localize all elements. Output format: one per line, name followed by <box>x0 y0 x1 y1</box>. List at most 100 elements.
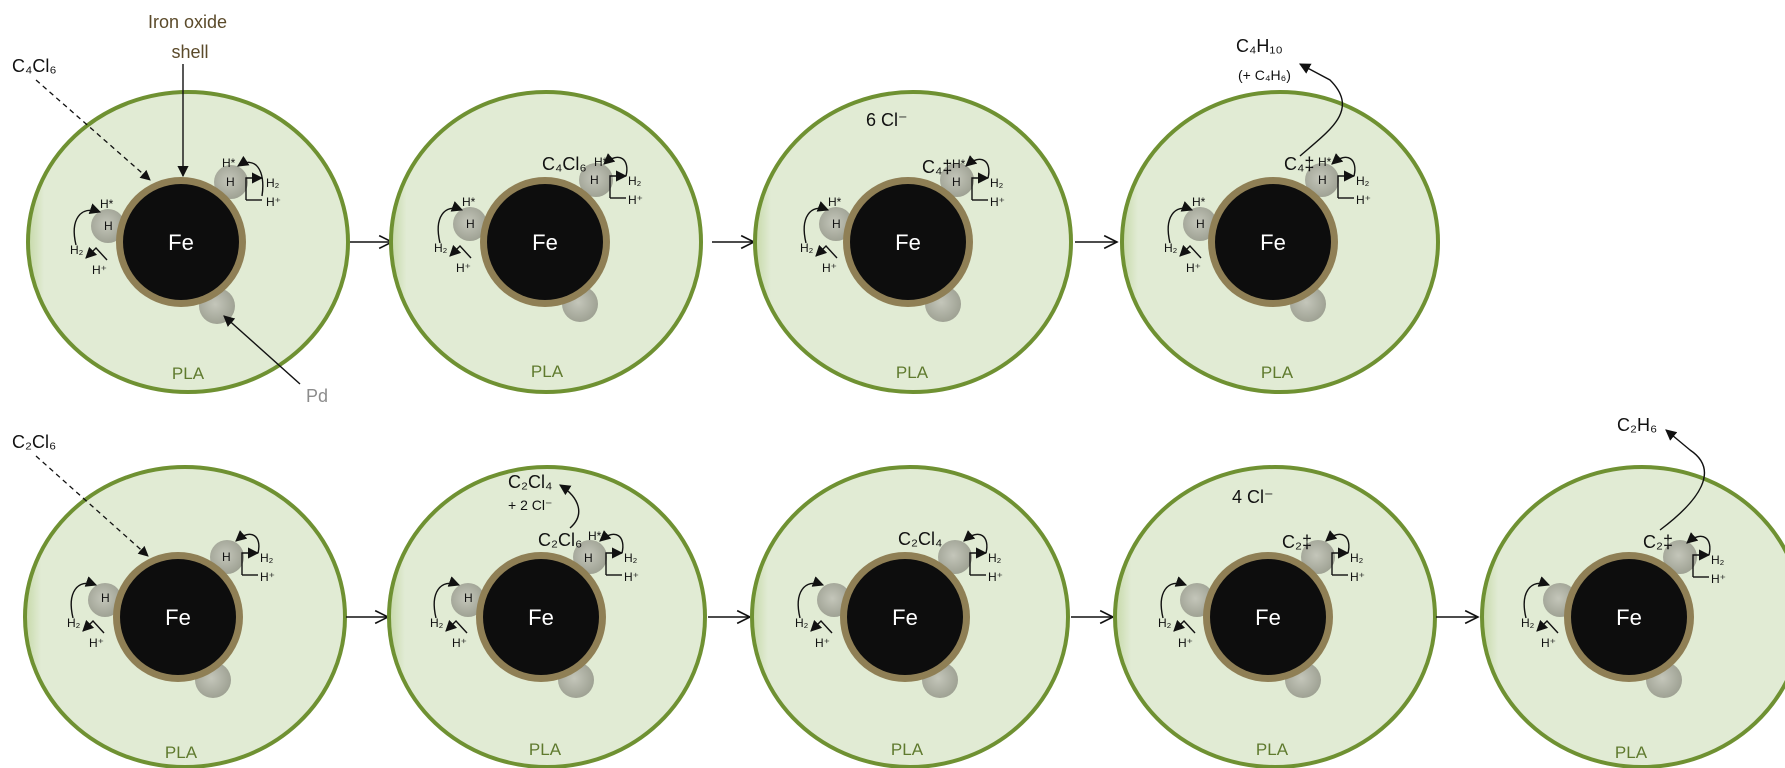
h2-label: H₂ <box>260 551 274 565</box>
h-star-label: H* <box>1192 195 1206 209</box>
particle-row2-step3: Fe PLA H₂ H⁺ C₂Cl₄ H₂ H⁺ <box>750 465 1070 768</box>
h2-label: H₂ <box>988 551 1002 565</box>
fe-core <box>123 184 239 300</box>
h-star-label: H* <box>462 195 476 209</box>
h-plus-label: H⁺ <box>1541 636 1556 650</box>
h-plus-label: H⁺ <box>815 636 830 650</box>
h-plus-label: H⁺ <box>1711 572 1726 586</box>
particle-row2-step2: Fe PLA H H₂ H⁺ C₂Cl₄ + 2 Cl⁻ C₂Cl₆ H H* … <box>387 465 707 768</box>
fe-core <box>1215 184 1331 300</box>
fe-label: Fe <box>892 605 918 630</box>
h-star-label: H* <box>100 197 114 211</box>
h2-label: H₂ <box>266 176 280 190</box>
particle-row2-step5: Fe PLA H₂ H⁺ C₂‡ H₂ H⁺ <box>1480 429 1785 768</box>
h2-label: H₂ <box>67 616 81 630</box>
h2-label: H₂ <box>1350 551 1364 565</box>
pd-cluster <box>1663 540 1697 574</box>
c2cl4-product-label: C₂Cl₄ <box>508 472 552 492</box>
c2-intermediate-label: C₂‡ <box>1643 532 1673 552</box>
h-star-label: H* <box>952 157 966 171</box>
fe-core <box>1571 559 1687 675</box>
fe-core <box>847 559 963 675</box>
c4-intermediate-label: C₄‡ <box>922 157 952 177</box>
fe-label: Fe <box>1260 230 1286 255</box>
h-label: H <box>584 551 593 565</box>
fe-core <box>850 184 966 300</box>
h-label: H <box>832 217 841 231</box>
pd-cluster <box>451 583 485 617</box>
h-label: H <box>466 217 475 231</box>
pla-label: PLA <box>1256 740 1289 759</box>
pd-cluster <box>938 540 972 574</box>
c2-intermediate-label: C₂‡ <box>1282 532 1312 552</box>
h-plus-label: H⁺ <box>1178 636 1193 650</box>
adsorbed-c2cl6-label: C₂Cl₆ <box>538 530 582 550</box>
product-c4h6-label: (+ C₄H₆) <box>1238 67 1291 83</box>
particle-row1-step2: Fe PLA H H* H₂ H⁺ C₄Cl₆ H H* H₂ H⁺ <box>389 90 703 394</box>
chloride-2-label: + 2 Cl⁻ <box>508 497 552 513</box>
product-c2h6-label: C₂H₆ <box>1617 415 1657 435</box>
pd-cluster <box>210 540 244 574</box>
fe-label: Fe <box>165 605 191 630</box>
h-plus-label: H⁺ <box>260 570 275 584</box>
h2-label: H₂ <box>628 174 642 188</box>
h-plus-label: H⁺ <box>266 195 281 209</box>
pla-label: PLA <box>891 740 924 759</box>
fe-core <box>487 184 603 300</box>
particle-row1-step4: Fe PLA H H* H₂ H⁺ C₄‡ H H* H₂ H⁺ <box>1120 63 1440 394</box>
h-star-label: H* <box>588 529 602 543</box>
fe-core <box>120 559 236 675</box>
particle-row1-step3: Fe PLA 6 Cl⁻ H H* H₂ H⁺ C₄‡ H H* H₂ H⁺ <box>753 90 1073 394</box>
pla-label: PLA <box>165 743 198 762</box>
fe-label: Fe <box>895 230 921 255</box>
pd-cluster <box>573 540 607 574</box>
iron-oxide-shell-label-line: Iron oxide <box>148 12 227 32</box>
fe-label: Fe <box>168 230 194 255</box>
input-c2cl6-label: C₂Cl₆ <box>12 432 56 452</box>
h2-label: H₂ <box>1164 241 1178 255</box>
h2-label: H₂ <box>434 241 448 255</box>
pd-cluster <box>453 207 487 241</box>
pla-label: PLA <box>1261 363 1294 382</box>
h-plus-label: H⁺ <box>822 261 837 275</box>
adsorbed-c4cl6-label: C₄Cl₆ <box>542 154 587 174</box>
h-plus-label: H⁺ <box>1350 570 1365 584</box>
h-plus-label: H⁺ <box>89 636 104 650</box>
h-label: H <box>104 219 113 233</box>
h-plus-label: H⁺ <box>624 570 639 584</box>
h-label: H <box>1196 217 1205 231</box>
h2-label: H₂ <box>624 551 638 565</box>
particle-row2-step4: Fe PLA 4 Cl⁻ H₂ H⁺ C₂‡ H₂ H⁺ <box>1113 465 1437 768</box>
c4-intermediate-label: C₄‡ <box>1284 154 1314 174</box>
h-star-label: H* <box>222 156 236 170</box>
h-plus-label: H⁺ <box>92 263 107 277</box>
pd-cluster <box>1301 540 1335 574</box>
chloride-4-label: 4 Cl⁻ <box>1232 487 1274 507</box>
chloride-6-label: 6 Cl⁻ <box>866 110 908 130</box>
h-label: H <box>952 175 961 189</box>
pla-label: PLA <box>172 364 205 383</box>
pd-cluster <box>214 165 248 199</box>
particle-row1-step1: Fe PLA H H* H₂ H⁺ H H* H₂ H⁺ <box>26 90 350 394</box>
h2-label: H₂ <box>795 616 809 630</box>
pd-label: Pd <box>306 386 328 406</box>
fe-label: Fe <box>1616 605 1642 630</box>
h2-label: H₂ <box>1158 616 1172 630</box>
h-label: H <box>590 173 599 187</box>
fe-core <box>483 559 599 675</box>
pla-label: PLA <box>529 740 562 759</box>
h-star-label: H* <box>828 195 842 209</box>
h2-label: H₂ <box>1711 553 1725 567</box>
pd-cluster <box>1183 207 1217 241</box>
h2-label: H₂ <box>800 241 814 255</box>
h2-label: H₂ <box>990 176 1004 190</box>
product-c4h10-label: C₄H₁₀ <box>1236 36 1283 56</box>
pla-label: PLA <box>896 363 929 382</box>
h-plus-label: H⁺ <box>628 193 643 207</box>
fe-label: Fe <box>1255 605 1281 630</box>
fe-label: Fe <box>528 605 554 630</box>
iron-oxide-shell-label: Iron oxide shell <box>148 12 232 62</box>
h-label: H <box>222 550 231 564</box>
pd-cluster <box>88 583 122 617</box>
